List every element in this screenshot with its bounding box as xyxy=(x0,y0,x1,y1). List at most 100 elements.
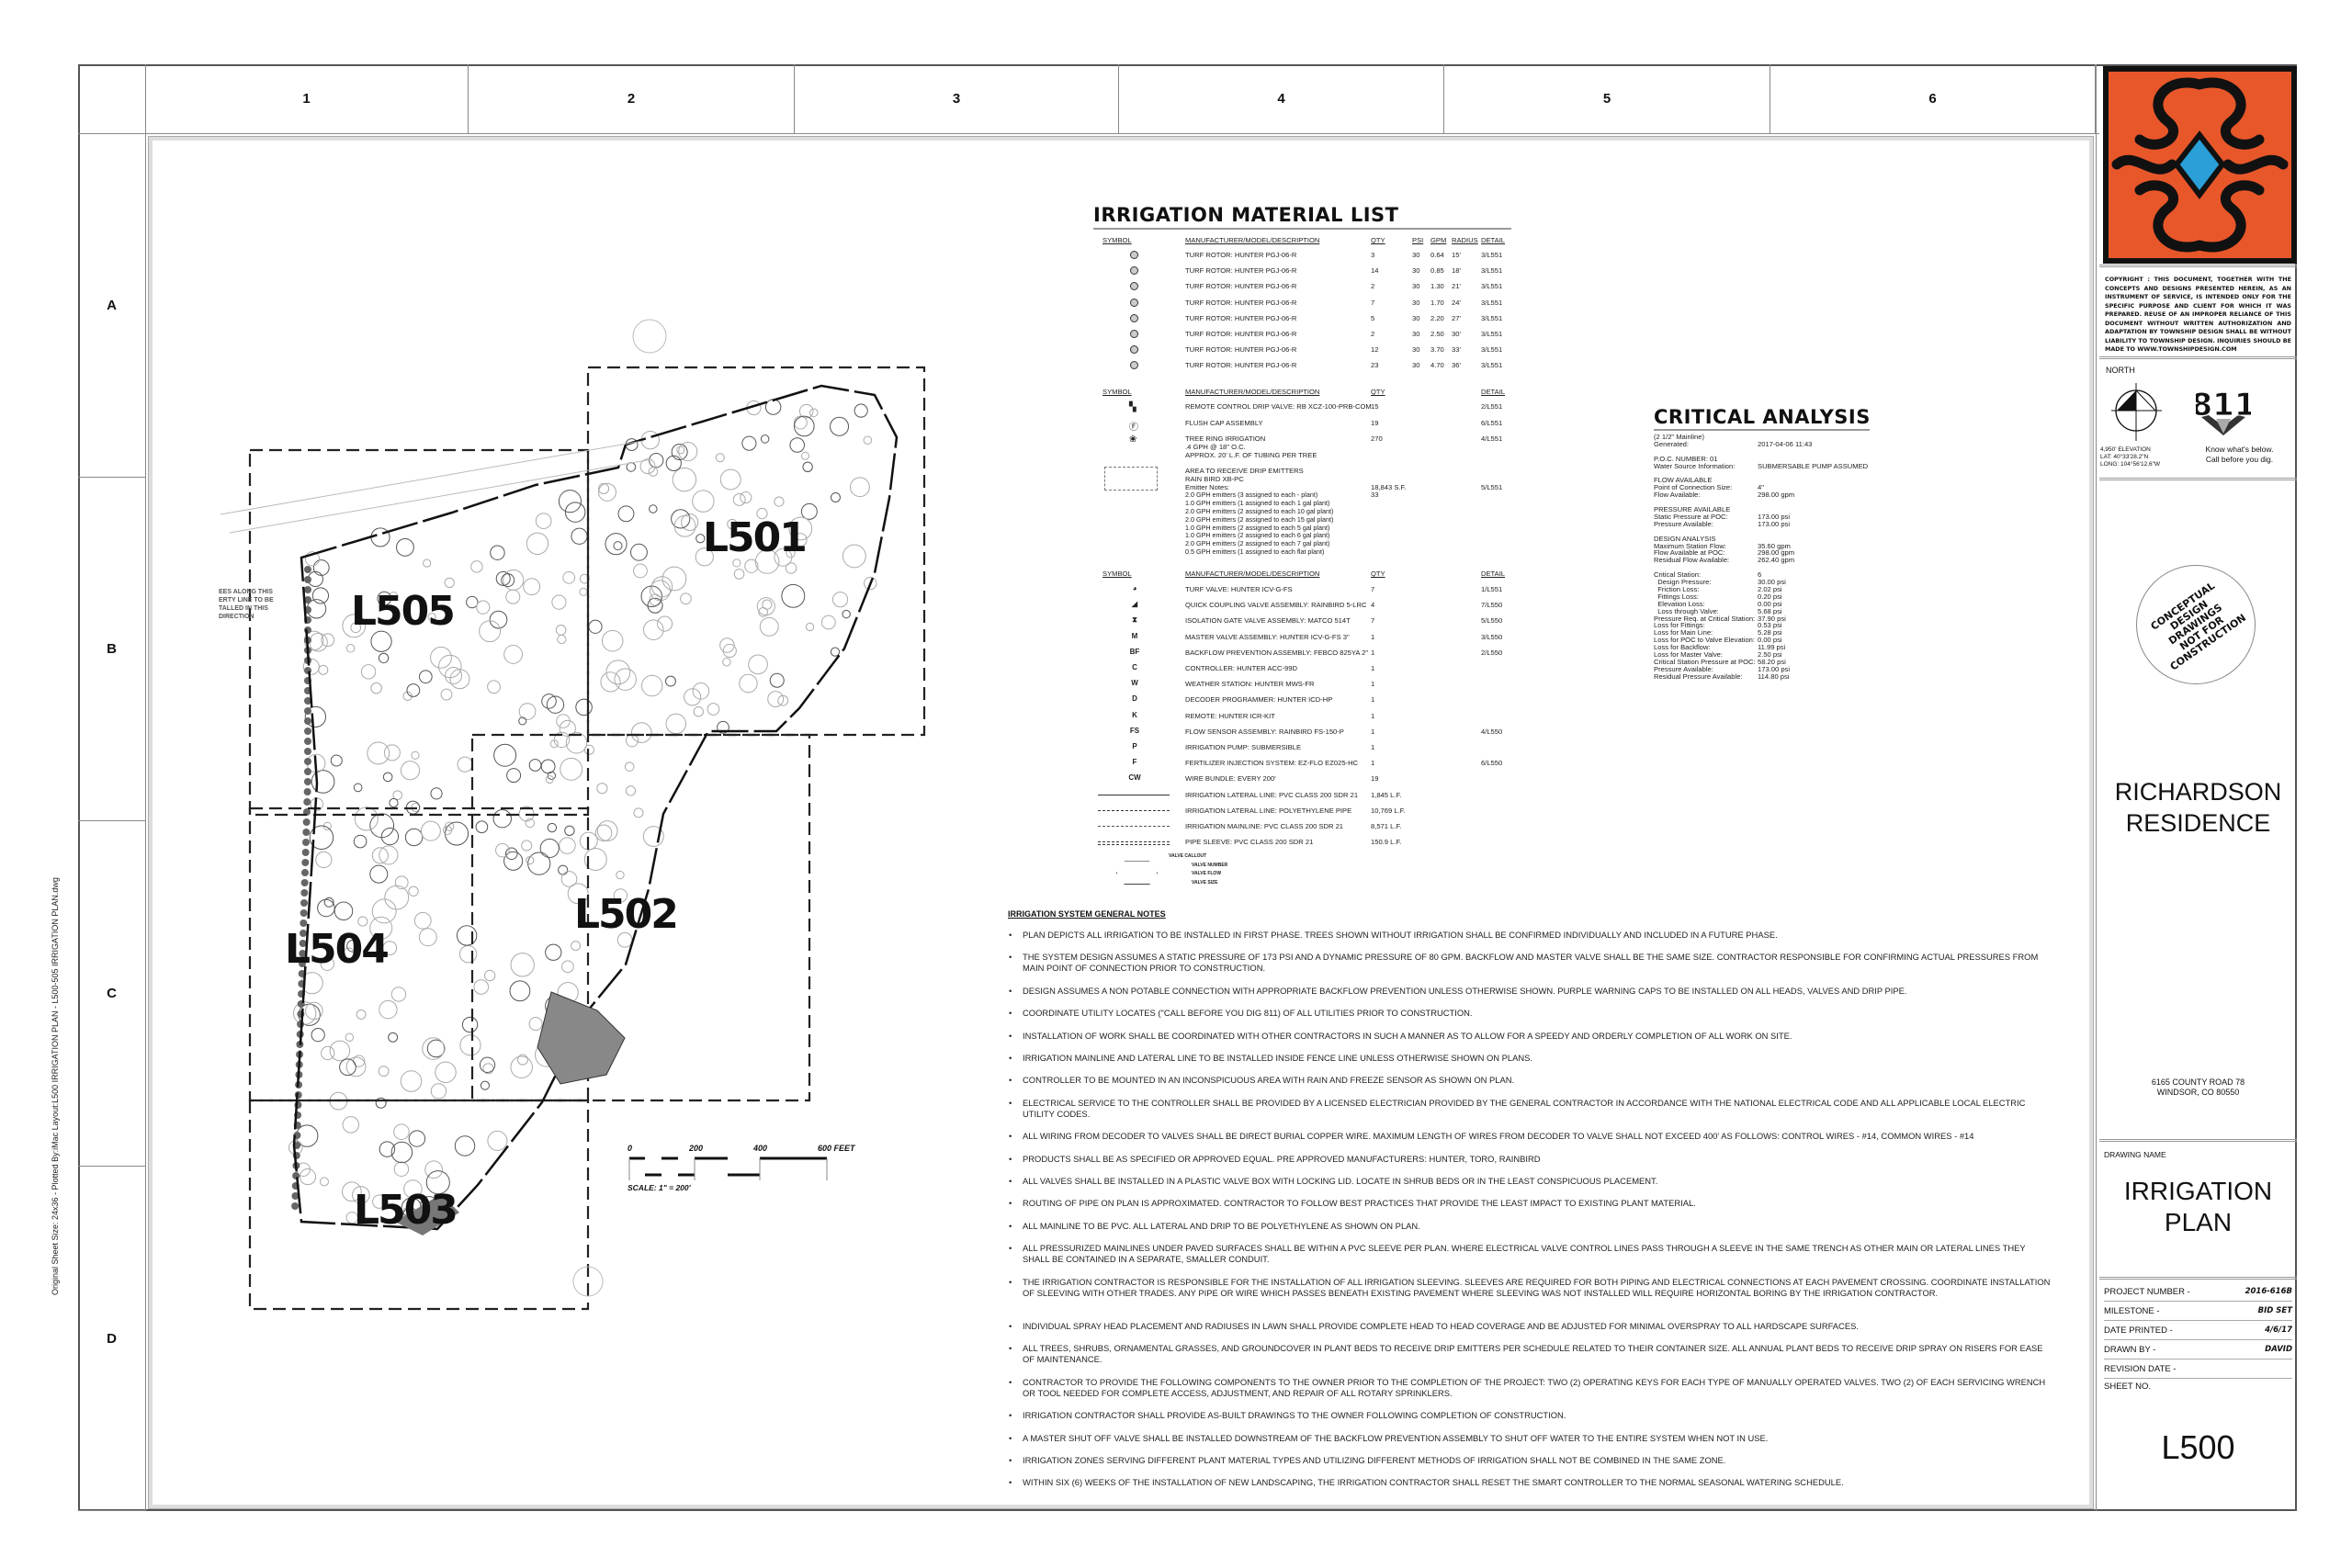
tree-symbol xyxy=(545,774,554,784)
rotor-psi: 30 xyxy=(1412,266,1420,276)
rotor-desc: TURF ROTOR: HUNTER PGJ-06-R xyxy=(1185,282,1297,291)
pipe-dash-icon xyxy=(1098,809,1170,811)
shrub-symbol xyxy=(291,1192,300,1200)
tree-symbol xyxy=(371,898,397,924)
grid-column-label: 2 xyxy=(469,64,795,133)
shrub-symbol xyxy=(303,788,311,795)
rotor-psi: 30 xyxy=(1412,298,1420,307)
analysis-value: 4" xyxy=(1758,483,1764,492)
divider xyxy=(2099,356,2297,359)
title-underline xyxy=(1654,429,1870,431)
tree-symbol xyxy=(808,408,819,418)
tree-symbol xyxy=(302,658,320,675)
tree-symbol xyxy=(353,783,363,793)
analysis-value: 114.80 psi xyxy=(1758,671,1790,681)
tree-symbol xyxy=(510,953,535,977)
tree-symbol xyxy=(479,620,502,643)
rotor-gpm: 2.50 xyxy=(1430,330,1444,338)
scale-tick: 400 xyxy=(753,1144,768,1153)
item-detail: 2/L551 xyxy=(1481,402,1503,411)
tree-symbol xyxy=(559,837,576,854)
rotor-radius: 21' xyxy=(1452,282,1461,291)
title-block-field: REVISION DATE - xyxy=(2104,1359,2292,1379)
rotor-qty: 3 xyxy=(1371,251,1375,259)
tree-symbol xyxy=(560,757,583,781)
analysis-label: Loss for Backflow: xyxy=(1654,643,1711,652)
tree-symbol xyxy=(339,1058,356,1077)
item-description: 2.0 GPH emitters (2 assigned to each 7 g… xyxy=(1185,539,1330,548)
tree-symbol xyxy=(378,652,390,664)
tree-symbol xyxy=(579,587,588,596)
flush-cap-icon: Ⓕ xyxy=(1129,422,1138,433)
shrub-symbol xyxy=(303,778,311,785)
item-detail: 1/L551 xyxy=(1481,585,1503,593)
shrub-symbol xyxy=(299,940,307,947)
tree-symbol xyxy=(503,851,524,871)
field-label: PROJECT NUMBER - xyxy=(2104,1286,2190,1297)
tree-symbol xyxy=(438,654,462,679)
grid-row-label: D xyxy=(78,1167,145,1511)
tree-symbol xyxy=(526,855,535,865)
analysis-label: Residual Pressure Available: xyxy=(1654,671,1743,681)
item-description: CONTROLLER: HUNTER ACC-99D xyxy=(1185,664,1297,672)
general-note: ALL PRESSURIZED MAINLINES UNDER PAVED SU… xyxy=(1009,1243,2052,1265)
tree-symbol xyxy=(528,759,542,772)
tree-symbol xyxy=(665,675,676,687)
item-qty: 1 xyxy=(1371,711,1375,720)
tree-symbol xyxy=(311,1028,325,1043)
analysis-value: 173.00 psi xyxy=(1758,512,1791,521)
rotor-radius: 30' xyxy=(1452,330,1461,338)
tree-symbol xyxy=(329,1040,351,1062)
tree-symbol xyxy=(480,1080,490,1090)
tree-symbol xyxy=(334,901,354,921)
rotor-desc: TURF ROTOR: HUNTER PGJ-06-R xyxy=(1185,298,1297,307)
tree-symbol xyxy=(360,664,377,680)
column-header: DETAIL xyxy=(1481,388,1506,396)
tree-symbol xyxy=(760,434,770,444)
item-description: WEATHER STATION: HUNTER MWS-FR xyxy=(1185,680,1315,689)
analysis-value: 11.99 psi xyxy=(1758,643,1786,652)
tree-symbol xyxy=(564,502,586,523)
tree-symbol xyxy=(430,1083,447,1100)
divider xyxy=(2099,478,2297,480)
tree-symbol xyxy=(487,680,501,694)
tree-symbol xyxy=(561,960,574,974)
column-header: SYMBOL xyxy=(1102,388,1132,396)
tree-symbol xyxy=(418,928,437,947)
tree-symbol xyxy=(388,1032,399,1043)
shrub-symbol xyxy=(304,768,311,775)
item-description: IRRIGATION MAINLINE: PVC CLASS 200 SDR 2… xyxy=(1185,822,1344,830)
shrub-symbol xyxy=(300,899,309,907)
analysis-label: Static Pressure at POC: xyxy=(1654,512,1728,521)
call-before-dig: Know what's below. Call before you dig. xyxy=(2187,445,2292,465)
tree-symbol xyxy=(323,897,334,908)
item-qty: 1 xyxy=(1371,664,1375,672)
tree-symbol xyxy=(440,688,453,701)
shrub-symbol xyxy=(300,930,308,937)
rotor-detail: 3/L551 xyxy=(1481,345,1503,355)
analysis-value: 35.60 gpm xyxy=(1758,541,1791,550)
item-description: TURF VALVE: HUNTER ICV-G-FS xyxy=(1185,585,1293,593)
tree-symbol xyxy=(649,504,658,513)
tree-symbol xyxy=(396,537,414,557)
tree-symbol xyxy=(470,560,483,573)
tree-symbol xyxy=(423,558,432,568)
rotor-gpm: 0.85 xyxy=(1430,266,1444,276)
shrub-symbol xyxy=(300,889,309,897)
item-description: DECODER PROGRAMMER: HUNTER ICD-HP xyxy=(1185,695,1333,705)
tree-symbol xyxy=(650,580,671,602)
tree-symbol xyxy=(565,732,588,754)
equipment-symbol-icon: M xyxy=(1131,631,1138,640)
tree-symbol xyxy=(503,569,525,591)
general-note: ROUTING OF PIPE ON PLAN IS APPROXIMATED.… xyxy=(1009,1198,2052,1209)
shrub-symbol xyxy=(304,586,311,593)
tree-symbol xyxy=(353,1055,366,1067)
tree-symbol xyxy=(564,825,575,836)
shrub-symbol xyxy=(299,960,307,967)
tree-symbol xyxy=(473,979,490,995)
item-qty: 10,769 L.F. xyxy=(1371,806,1406,815)
tree-symbol xyxy=(319,1177,329,1187)
rotor-detail: 3/L551 xyxy=(1481,251,1503,259)
grid-column-label: 1 xyxy=(145,64,469,133)
project-name-line: RESIDENCE xyxy=(2125,809,2271,837)
